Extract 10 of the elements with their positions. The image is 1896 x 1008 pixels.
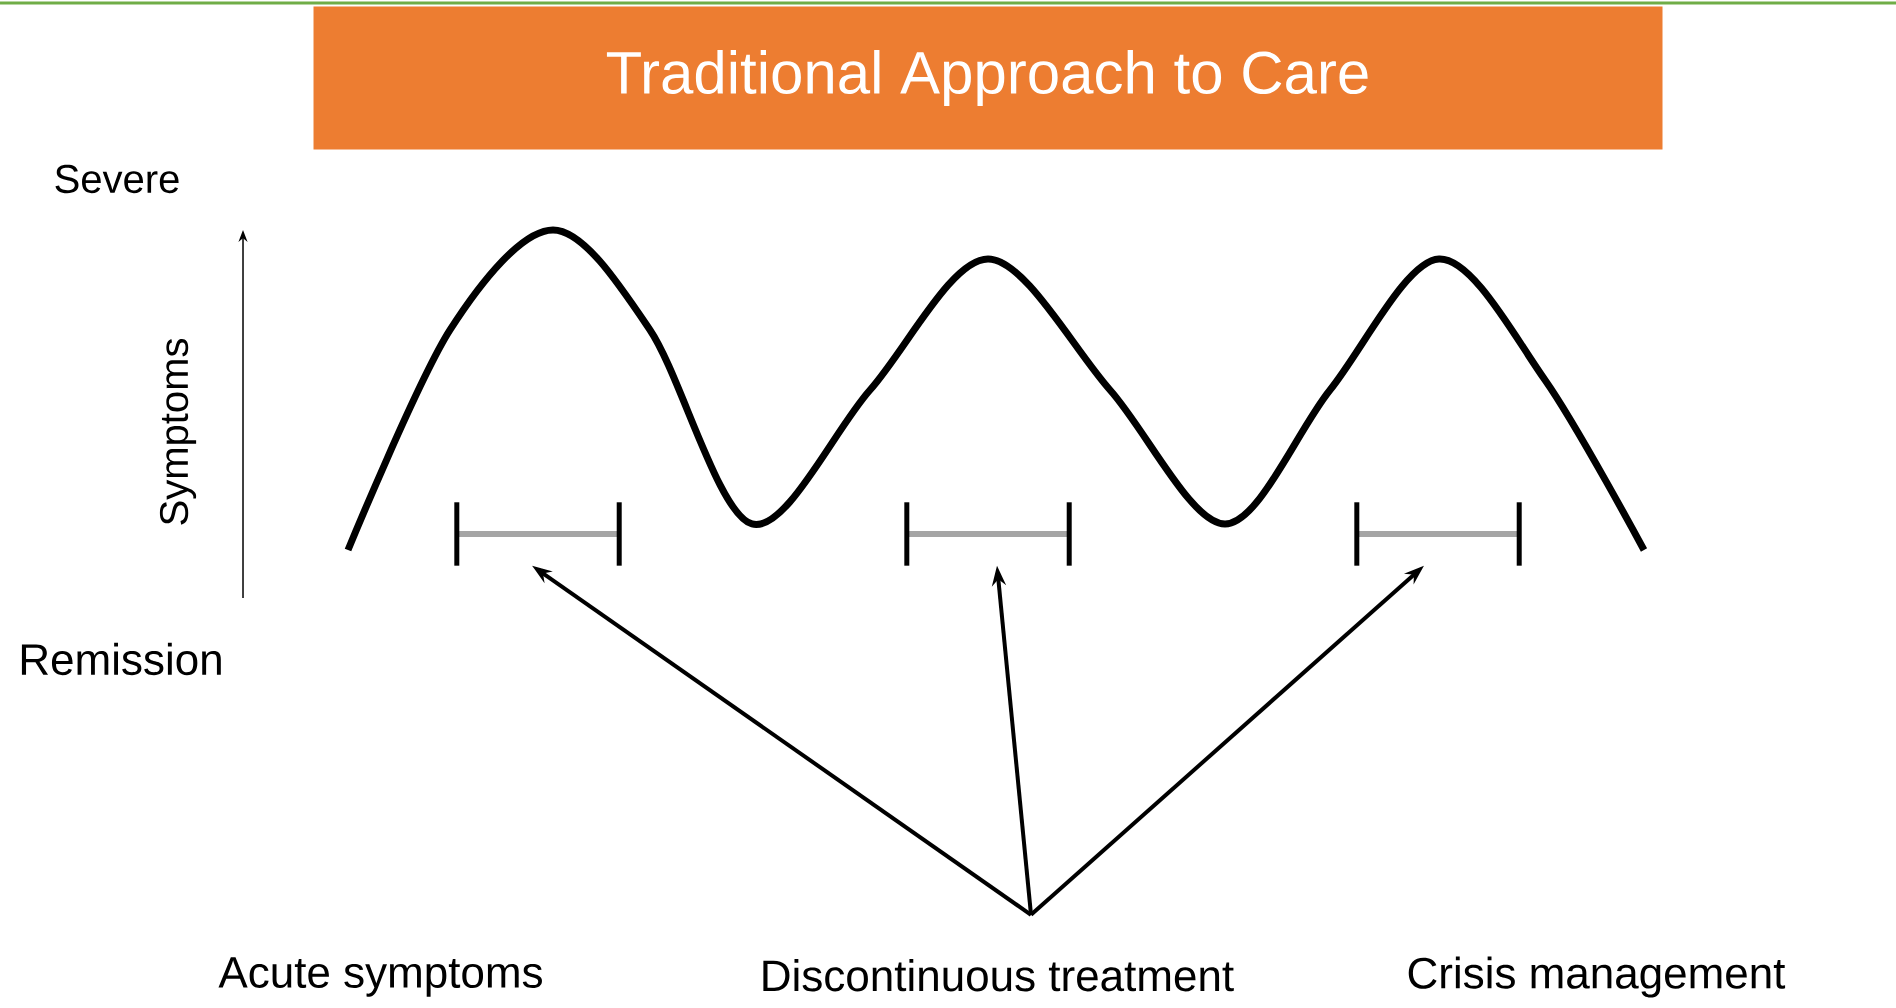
title-banner: Traditional Approach to Care (313, 6, 1663, 150)
interval-bar (904, 502, 1072, 566)
caption-text: Acute symptoms (218, 957, 542, 997)
axis-title: Symptoms (159, 339, 197, 525)
axis-label: Remission (21, 642, 221, 676)
interval-bar (454, 502, 622, 566)
interval-bar (1354, 502, 1522, 566)
caption-text: Crisis management (1408, 956, 1786, 998)
axis-label: Severe (55, 164, 179, 194)
caption-text: Discontinuous treatment (763, 959, 1234, 992)
